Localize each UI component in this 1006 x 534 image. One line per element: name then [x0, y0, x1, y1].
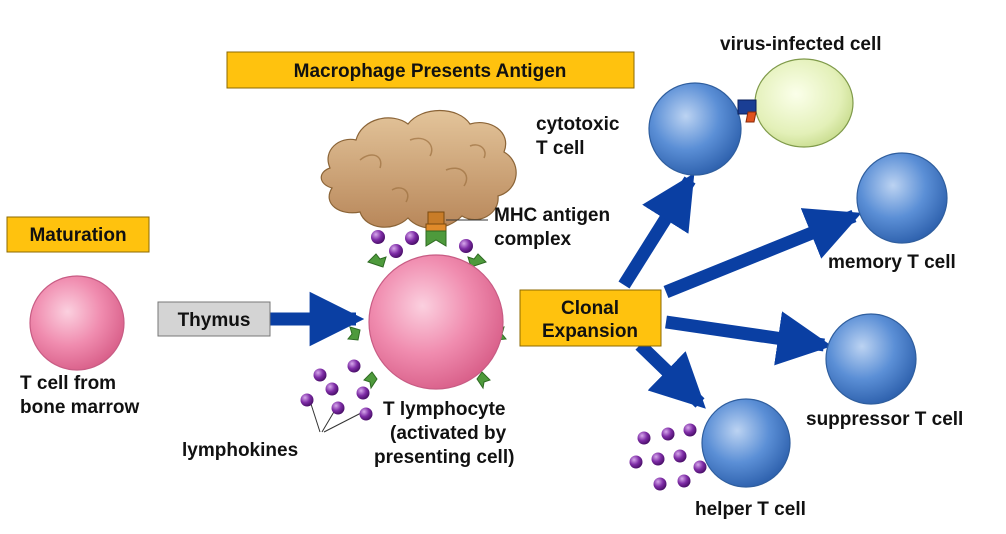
thymus-label: Thymus [178, 310, 251, 331]
lymphokine-dot-icon [629, 455, 643, 469]
helper-label: helper T cell [695, 499, 806, 520]
clonal-expansion-box: Clonal Expansion [519, 289, 662, 347]
mhc-antigen-complex [425, 211, 488, 247]
macrophage-label-box: Macrophage Presents Antigen [226, 51, 635, 89]
macrophage-label: Macrophage Presents Antigen [294, 61, 567, 82]
memory-label: memory T cell [828, 252, 956, 273]
lymphokine-dot-icon [359, 407, 373, 421]
lymphokine-dots-top [371, 230, 473, 258]
arrows [270, 173, 862, 409]
lymphokine-dot-icon [356, 386, 370, 400]
cytotoxic-label-line2: T cell [536, 138, 585, 159]
lymphokine-dot-icon [683, 423, 697, 437]
lymphokine-dot-icon [653, 477, 667, 491]
maturation-label: Maturation [29, 225, 126, 246]
lymphokine-dot-icon [677, 474, 691, 488]
lymphokine-dot-icon [637, 431, 651, 445]
mhc-label-line2: complex [494, 229, 572, 250]
t-lymphocyte-label-line3: presenting cell) [374, 447, 514, 468]
t-lymphocyte-label-line1: T lymphocyte [383, 399, 505, 420]
arrow-to-cytotoxic [618, 173, 696, 289]
lymphokine-dot-icon [673, 449, 687, 463]
lymphokines-label: lymphokines [182, 440, 298, 461]
suppressor-label: suppressor T cell [806, 409, 963, 430]
cytotoxic-t-cell [648, 82, 742, 176]
suppressor-t-cell [825, 313, 917, 405]
arrow-to-suppressor [665, 311, 833, 366]
lymphokine-dot-icon [371, 230, 385, 244]
lymphokine-dot-icon [651, 452, 665, 466]
lymphokine-dots-bottom [300, 359, 373, 433]
lymphokine-dot-icon [313, 368, 327, 382]
arrow-to-helper [635, 340, 706, 409]
lymphokine-dot-icon [459, 239, 473, 253]
macrophage-blob-icon [320, 110, 517, 229]
cell-contact-icon [737, 99, 757, 123]
activated-t-lymphocyte [347, 253, 507, 390]
cytotoxic-label-line1: cytotoxic [536, 114, 620, 135]
lymphokine-dot-icon [389, 244, 403, 258]
mhc-label-line1: MHC antigen [494, 205, 610, 226]
helper-t-cell [701, 398, 791, 488]
lymphokine-dot-icon [661, 427, 675, 441]
maturation-label-box: Maturation [6, 216, 150, 253]
bone-marrow-label-line2: bone marrow [20, 397, 140, 418]
lymphokine-dot-icon [347, 359, 361, 373]
thymus-box: Thymus [157, 301, 271, 337]
arrow-to-memory [663, 208, 862, 299]
lymphokine-dot-icon [693, 460, 707, 474]
virus-infected-cell [754, 58, 854, 148]
bone-marrow-t-cell [29, 275, 125, 371]
helper-lymphokine-cluster [629, 423, 707, 491]
virus-infected-label: virus-infected cell [720, 34, 882, 55]
lymphokine-dot-icon [331, 401, 345, 415]
bone-marrow-label-line1: T cell from [20, 373, 116, 394]
clonal-label-line1: Clonal [561, 298, 619, 319]
lymphokine-dot-icon [325, 382, 339, 396]
clonal-label-line2: Expansion [542, 321, 638, 342]
lymphokine-dot-icon [405, 231, 419, 245]
t-lymphocyte-label-line2: (activated by [390, 423, 507, 444]
memory-t-cell [856, 152, 948, 244]
lymphokine-dot-icon [300, 393, 314, 407]
